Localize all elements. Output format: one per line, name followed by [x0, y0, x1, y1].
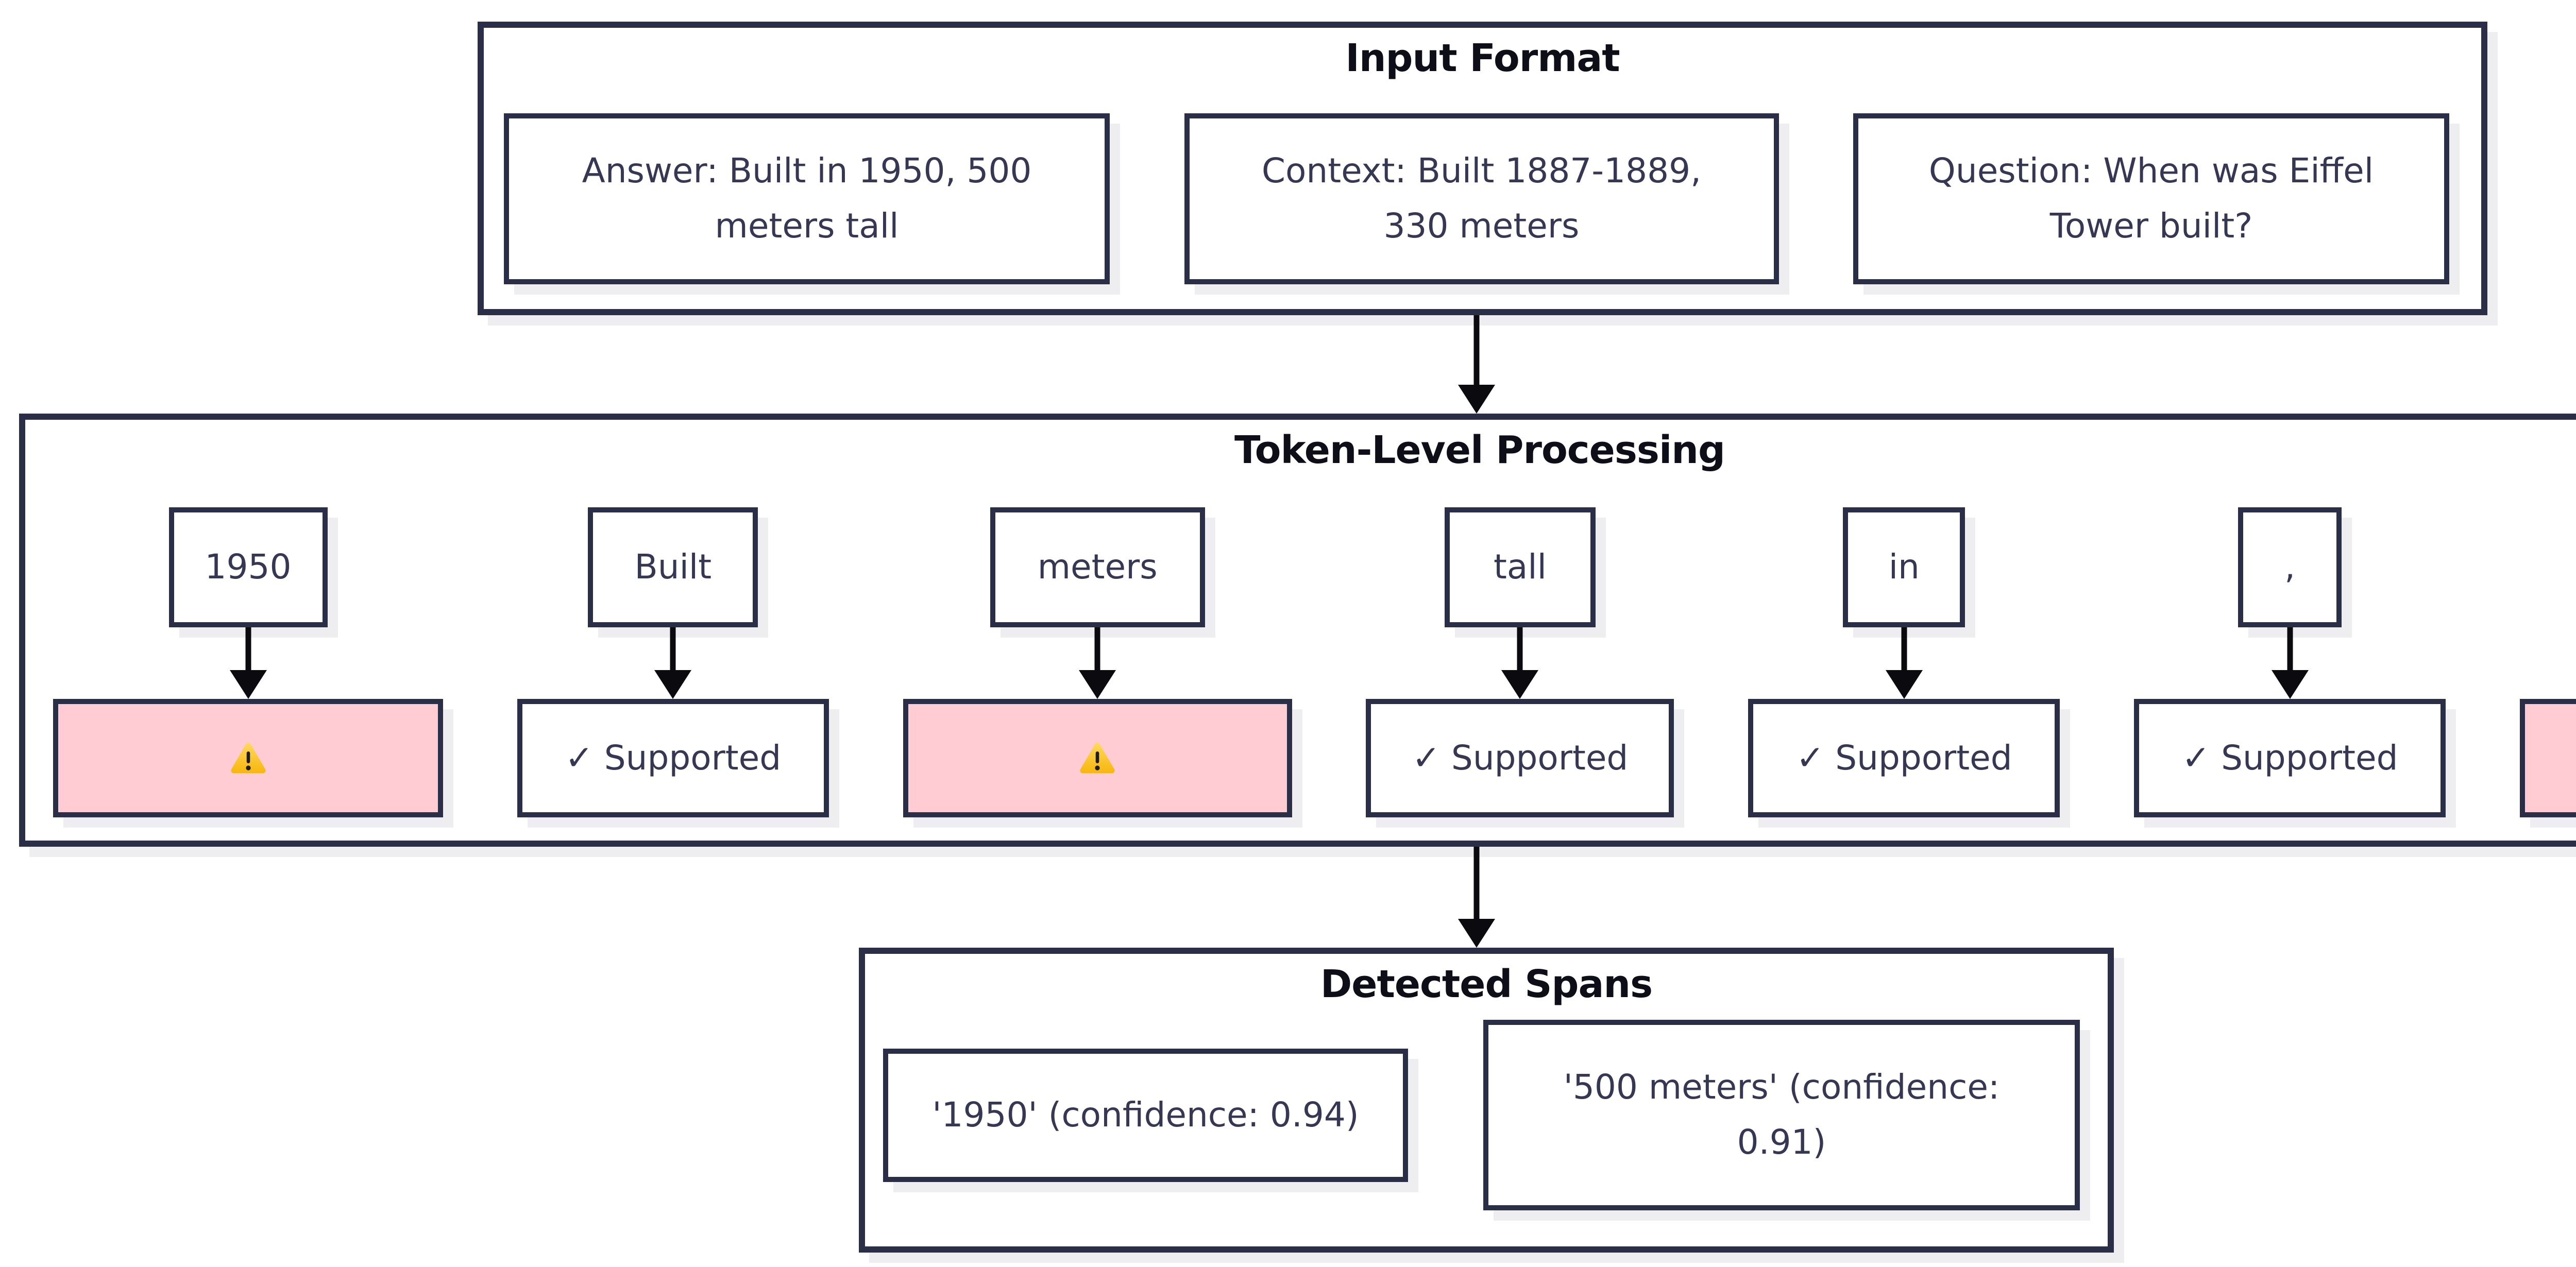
span-label: '500 meters' (confidence: 0.91)	[1563, 1067, 2000, 1162]
warning-box	[903, 699, 1292, 817]
supported-box: ✓ Supported	[1366, 699, 1674, 817]
supported-label: ✓ Supported	[1795, 738, 2012, 778]
supported-box: ✓ Supported	[1748, 699, 2060, 817]
warning-box	[2519, 699, 2576, 817]
span-box: '1950' (confidence: 0.94)	[883, 1048, 1408, 1182]
question-card-label: Question: When was Eiffel Tower built?	[1928, 151, 2374, 246]
supported-label: ✓ Supported	[1412, 738, 1629, 778]
token-box: in	[1843, 507, 1965, 627]
context-card-label: Context: Built 1887-1889, 330 meters	[1261, 151, 1702, 246]
token-box: ,	[2238, 507, 2342, 627]
supported-box: ✓ Supported	[517, 699, 829, 817]
span-box: '500 meters' (confidence: 0.91)	[1483, 1020, 2080, 1210]
arrow-down-icon	[1079, 627, 1116, 699]
answer-card-label: Answer: Built in 1950, 500 meters tall	[582, 151, 1032, 246]
answer-card: Answer: Built in 1950, 500 meters tall	[504, 113, 1110, 284]
arrow-down-icon	[229, 627, 267, 699]
token-column: tall ✓ Supported	[1366, 507, 1674, 817]
token-label: meters	[1037, 547, 1158, 587]
token-column: 500	[2519, 507, 2576, 817]
token-box: 1950	[168, 507, 328, 627]
token-label: Built	[634, 547, 712, 587]
token-box: meters	[990, 507, 1205, 627]
supported-label: ✓ Supported	[2181, 738, 2398, 778]
flow-arrow-down-icon	[1458, 315, 1495, 414]
input-format-title: Input Format	[1345, 36, 1620, 80]
warning-box	[53, 699, 443, 817]
question-card: Question: When was Eiffel Tower built?	[1853, 113, 2449, 284]
arrow-down-icon	[1885, 627, 1923, 699]
token-processing-section: Token-Level Processing 1950	[19, 414, 2576, 847]
detected-spans-row: '1950' (confidence: 0.94) '500 meters' (…	[883, 1020, 2080, 1210]
arrow-down-icon	[1501, 627, 1539, 699]
token-column: Built ✓ Supported	[517, 507, 829, 817]
detected-spans-section: Detected Spans '1950' (confidence: 0.94)…	[859, 948, 2114, 1253]
arrow-down-icon	[654, 627, 692, 699]
token-column: in ✓ Supported	[1748, 507, 2060, 817]
input-cards-row: Answer: Built in 1950, 500 meters tall C…	[504, 113, 2449, 284]
span-label: '1950' (confidence: 0.94)	[932, 1094, 1359, 1135]
token-box: tall	[1444, 507, 1596, 627]
input-format-section: Input Format Answer: Built in 1950, 500 …	[478, 22, 2487, 315]
token-processing-title: Token-Level Processing	[1234, 428, 1725, 472]
context-card: Context: Built 1887-1889, 330 meters	[1184, 113, 1779, 284]
warning-icon	[1080, 743, 1115, 774]
token-label: in	[1888, 547, 1920, 587]
token-box: Built	[588, 507, 758, 627]
token-label: tall	[1493, 547, 1547, 587]
token-column: meters	[903, 507, 1292, 817]
arrow-down-icon	[2271, 627, 2309, 699]
token-columns-row: 1950 Built	[53, 507, 2576, 817]
warning-icon	[230, 743, 266, 774]
detected-spans-title: Detected Spans	[1320, 962, 1653, 1006]
token-column: , ✓ Supported	[2134, 507, 2446, 817]
supported-label: ✓ Supported	[565, 738, 782, 778]
flow-arrow-down-icon	[1458, 847, 1495, 948]
token-column: 1950	[53, 507, 443, 817]
token-label: 1950	[205, 547, 292, 587]
supported-box: ✓ Supported	[2134, 699, 2446, 817]
token-label: ,	[2284, 547, 2296, 587]
